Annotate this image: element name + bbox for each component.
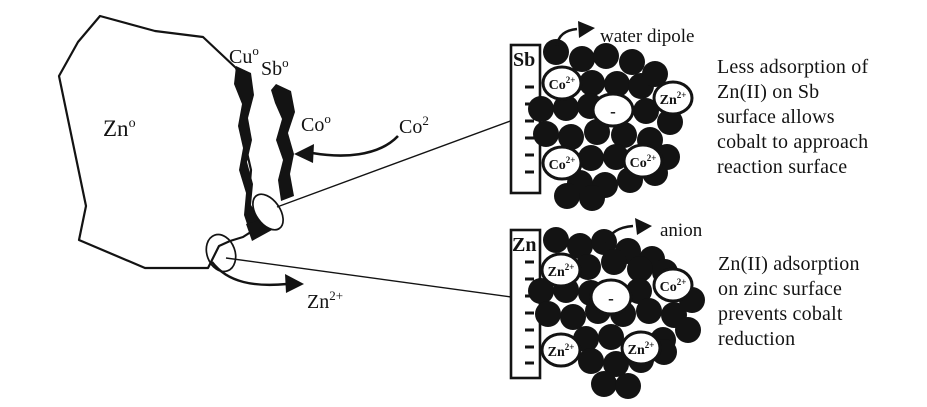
reaction-site-upper <box>252 193 284 231</box>
water-dipole-arrow <box>555 21 595 47</box>
callout-line-zn <box>225 257 512 298</box>
ion-label: Co2+ <box>660 277 687 295</box>
hydrated-ion-co-2: Co2+ <box>541 145 583 181</box>
ion-label: Zn2+ <box>628 340 655 358</box>
ion-label: Zn2+ <box>660 90 687 108</box>
anion-charge-label: - <box>610 102 616 121</box>
hydrated-ion-zn-a: Zn2+ <box>540 252 582 288</box>
ion-label: Zn2+ <box>548 262 575 280</box>
hydrated-ion-co-3: Co2+ <box>622 143 664 179</box>
cobalt-ion-arrow <box>294 135 399 163</box>
hydrated-ion-zn-c: Zn2+ <box>620 330 662 366</box>
copper-deposit-band <box>234 66 265 236</box>
water-dipole-label: water dipole <box>600 26 694 47</box>
zinc-ion-release-arrow <box>211 261 304 293</box>
copper-metal-label: Cuo <box>229 43 259 68</box>
hydrated-ion-zn-1: Zn2+ <box>652 80 694 116</box>
reaction-site-lower <box>205 233 237 273</box>
hydrated-ion-co-a: Co2+ <box>652 267 694 303</box>
ion-label: Co2+ <box>630 153 657 171</box>
ion-label: Zn2+ <box>548 342 575 360</box>
zinc-metal-label: Zno <box>103 116 136 141</box>
cobalt-ion-label: Co2 <box>399 113 429 138</box>
ion-label: Co2+ <box>549 155 576 173</box>
sb-negative-charges <box>525 85 534 174</box>
zinc-ion-label: Zn2+ <box>307 288 343 313</box>
zn-caption: Zn(II) adsorption on zinc surface preven… <box>718 253 860 350</box>
sb-caption: Less adsorption of Zn(II) on Sb surface … <box>717 56 869 178</box>
anion-arrow <box>604 218 652 244</box>
antimony-cobalt-deposit-band <box>271 84 295 201</box>
callout-line-sb <box>276 119 514 208</box>
central-anion: - <box>591 92 635 128</box>
zn-electrode-label: Zn <box>512 234 536 256</box>
hydrated-ion-zn-b: Zn2+ <box>540 332 582 368</box>
cobalt-metal-label: Coo <box>301 111 331 136</box>
antimony-metal-label: Sbo <box>261 55 289 80</box>
zinc-particle-outline <box>57 14 259 270</box>
hydrated-ion-co-1: Co2+ <box>541 65 583 101</box>
anion-arrow-label: anion <box>660 220 703 241</box>
sb-surface-panel: Sb water dipole Co2+ <box>509 21 694 211</box>
zn-surface-panel: Zn anion Zn2+ <box>509 218 705 399</box>
ion-label: Co2+ <box>549 75 576 93</box>
anion-charge-label: - <box>608 289 614 308</box>
zn-electrode-bar <box>509 228 542 380</box>
sb-electrode-label: Sb <box>513 49 535 71</box>
central-anion: - <box>589 278 633 316</box>
